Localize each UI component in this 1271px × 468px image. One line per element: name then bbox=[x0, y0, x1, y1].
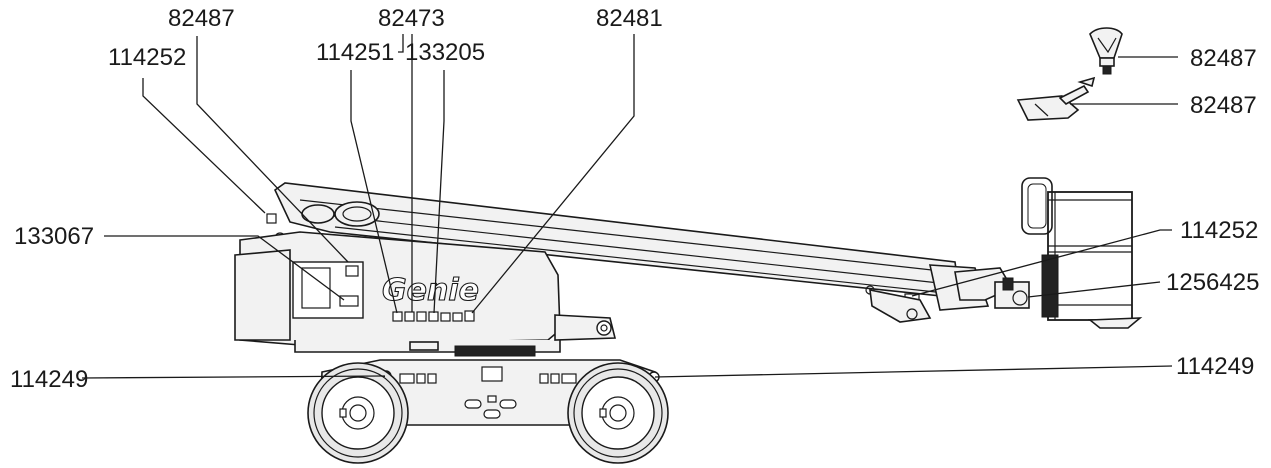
anchor-bracket-detail bbox=[1016, 76, 1096, 121]
callout-114249-right: 114249 bbox=[1176, 353, 1254, 380]
decal-boom-rear bbox=[266, 213, 277, 224]
decal-strip-6 bbox=[452, 312, 463, 322]
decal-strip-1 bbox=[392, 311, 403, 322]
platform bbox=[1021, 177, 1143, 329]
callout-133205: 133205 bbox=[405, 39, 485, 66]
callout-114252-top: 114252 bbox=[108, 44, 186, 71]
wheel-right bbox=[567, 362, 669, 464]
jib bbox=[869, 267, 1030, 323]
callout-82487-right-1: 82487 bbox=[1190, 45, 1257, 72]
decal-strip-7 bbox=[464, 310, 475, 322]
decal-strip-4 bbox=[428, 311, 439, 322]
decal-strip-3 bbox=[416, 311, 427, 322]
decal-upper-panel bbox=[345, 265, 359, 277]
callout-133067: 133067 bbox=[14, 223, 94, 250]
callout-82487-top: 82487 bbox=[168, 5, 235, 32]
boom-lift-illustration: Genie bbox=[234, 27, 1143, 464]
callout-82473: 82473 bbox=[378, 5, 445, 32]
decal-side-panel bbox=[339, 295, 359, 307]
callout-labels: 114252 82487 114251 82473 133205 82481 1… bbox=[10, 5, 1259, 393]
genie-logo: Genie bbox=[382, 273, 479, 308]
leader-lines bbox=[81, 34, 1178, 379]
callout-114251: 114251 bbox=[316, 39, 394, 66]
callout-1256425: 1256425 bbox=[1166, 269, 1259, 296]
decal-strip-5 bbox=[440, 312, 451, 322]
callout-114252-right: 114252 bbox=[1180, 217, 1258, 244]
wheel-left bbox=[307, 362, 409, 464]
callout-82481: 82481 bbox=[596, 5, 663, 32]
decal-strip-2 bbox=[404, 311, 415, 322]
lanyard-clip-detail bbox=[1089, 27, 1123, 75]
callout-82487-right-2: 82487 bbox=[1190, 92, 1257, 119]
callout-114249-left: 114249 bbox=[10, 366, 88, 393]
